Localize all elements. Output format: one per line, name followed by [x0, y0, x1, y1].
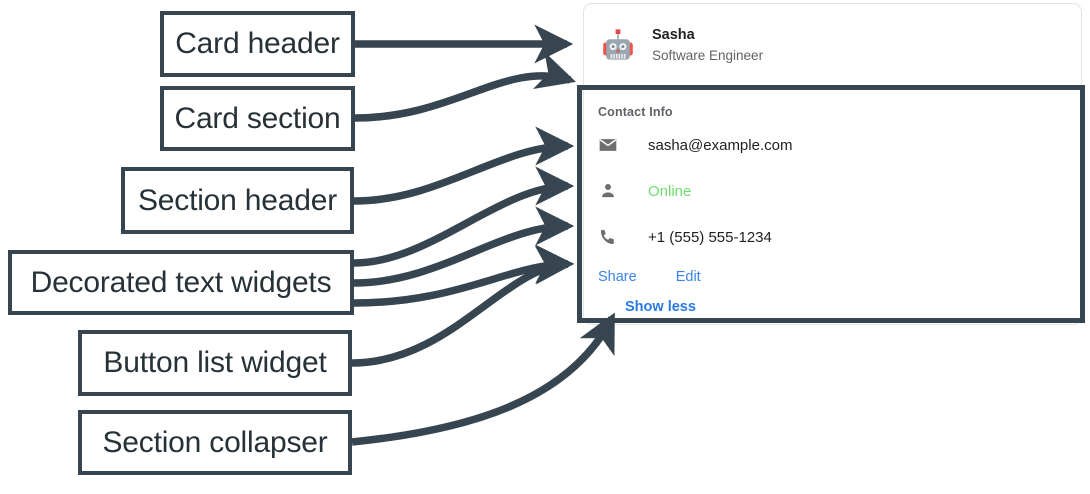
email-value: sasha@example.com: [648, 136, 793, 154]
section-header: Contact Info: [598, 105, 673, 119]
arrow-decorated-3: [353, 244, 575, 307]
annotation-section-header: Section header: [121, 167, 354, 234]
annotation-label: Section header: [137, 183, 337, 217]
annotation-label: Card section: [174, 101, 341, 135]
annotation-label: Decorated text widgets: [30, 265, 332, 299]
annotation-label: Section collapser: [102, 425, 328, 459]
annotation-decorated-text-widgets: Decorated text widgets: [8, 250, 354, 315]
contact-card: Sasha Software Engineer Contact Info sas…: [583, 3, 1082, 325]
card-header-subtitle: Software Engineer: [652, 47, 764, 63]
annotation-label: Button list widget: [103, 346, 327, 379]
email-icon: [598, 135, 622, 155]
status-value: Online: [648, 182, 692, 200]
arrow-decorated-2: [353, 206, 575, 287]
decorated-text-widget-phone[interactable]: +1 (555) 555-1234: [598, 217, 1081, 257]
phone-value: +1 (555) 555-1234: [648, 228, 772, 246]
decorated-text-widget-status[interactable]: Online: [598, 171, 1081, 211]
person-icon: [598, 181, 622, 201]
arrow-card-section: [354, 51, 576, 122]
arrow-section-collapser: [351, 312, 616, 446]
card-section: Contact Info sasha@example.com: [584, 77, 1081, 316]
edit-button[interactable]: Edit: [675, 269, 701, 285]
phone-icon: [598, 227, 622, 247]
robot-avatar-icon: [598, 26, 638, 66]
share-button[interactable]: Share: [598, 269, 637, 285]
annotation-card-header: Card header: [160, 11, 355, 77]
annotation-card-section: Card section: [160, 86, 355, 151]
card-header-text: Sasha Software Engineer: [652, 26, 763, 66]
arrow-section-header: [353, 126, 575, 205]
card-header-title: Sasha: [652, 27, 695, 44]
show-less-button[interactable]: Show less: [625, 299, 696, 315]
decorated-text-widget-email[interactable]: sasha@example.com: [598, 125, 1081, 165]
arrow-decorated-1: [353, 166, 575, 267]
annotation-label: Card header: [175, 27, 340, 60]
annotation-button-list-widget: Button list widget: [78, 330, 352, 396]
button-list-widget: Share Edit: [598, 269, 1081, 285]
section-collapser: Show less: [625, 298, 1081, 316]
arrow-button-list: [351, 245, 575, 367]
card-header: Sasha Software Engineer: [584, 4, 1081, 74]
annotation-section-collapser: Section collapser: [78, 410, 352, 475]
